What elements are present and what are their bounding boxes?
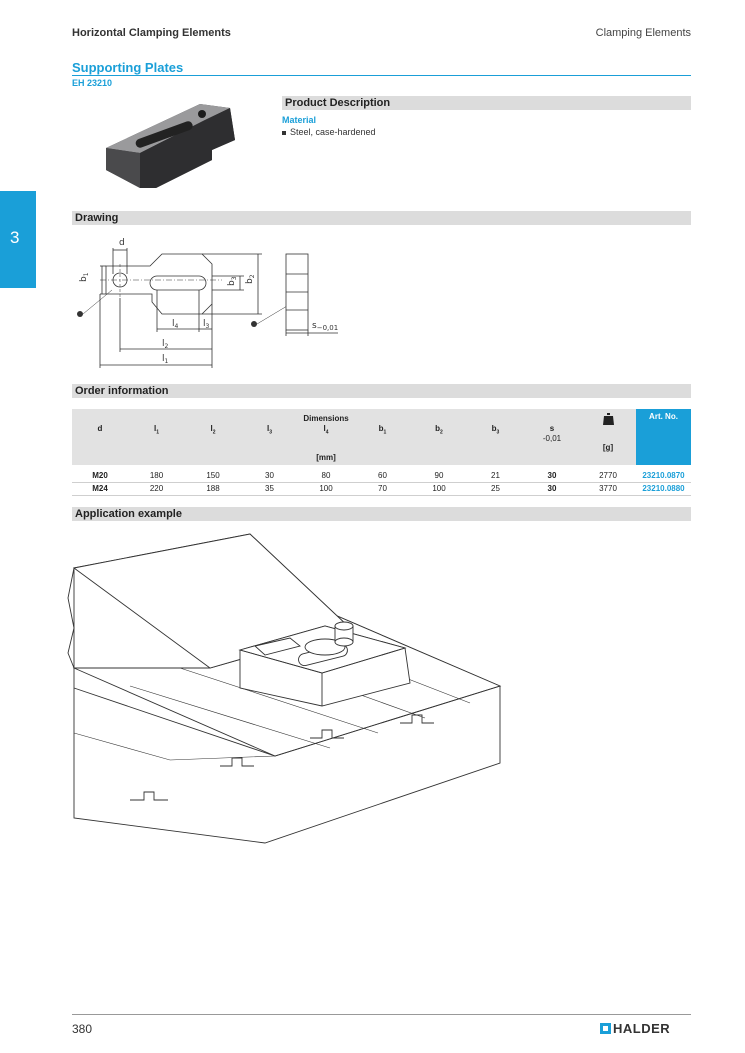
chapter-number: 3: [10, 228, 20, 247]
svg-text:l4: l4: [172, 319, 179, 330]
surface-symbol-icon: [77, 311, 83, 317]
label-b3-sub: 3: [231, 276, 238, 280]
label-s-tol: −0,01: [317, 324, 338, 332]
label-l2: l: [162, 339, 165, 349]
table-row: M20 180 150 30 80 60 90 21 30 2770 23210…: [72, 469, 691, 483]
header-section-title: Horizontal Clamping Elements: [72, 27, 231, 39]
drawing-heading: Drawing: [72, 211, 691, 225]
svg-text:l1: l1: [162, 354, 169, 365]
col-l3: l3: [241, 424, 298, 450]
col-s: s-0,01: [524, 424, 580, 450]
halder-logo-mark: [600, 1023, 611, 1034]
label-b2: b: [245, 278, 255, 284]
col-l1: l1: [128, 424, 185, 450]
label-b2-sub: 2: [249, 274, 256, 278]
product-code: EH 23210: [72, 78, 113, 88]
title-rule: [72, 75, 691, 76]
surface-symbol-icon: [251, 321, 257, 327]
technical-drawing: d b1 b3 b2 l4 l3 l2 l1 s−0,01: [77, 238, 338, 368]
label-l3-sub: 3: [206, 323, 210, 330]
label-l2-sub: 2: [165, 343, 169, 350]
label-d: d: [119, 238, 125, 248]
material-text: Steel, case-hardened: [290, 127, 376, 137]
header-chapter-title: Clamping Elements: [595, 27, 691, 39]
label-b1-sub: 1: [83, 272, 90, 276]
product-photo: [106, 104, 235, 188]
label-l1-sub: 1: [165, 358, 169, 365]
label-l4-sub: 4: [175, 323, 179, 330]
label-l4: l: [172, 319, 175, 329]
svg-text:l2: l2: [162, 339, 169, 350]
label-l3: l: [203, 319, 206, 329]
svg-text:b2: b2: [245, 274, 256, 284]
material-label: Material: [282, 115, 317, 125]
artno-header: Art. No.: [636, 409, 691, 465]
col-b1: b1: [354, 424, 411, 450]
weight-icon: [602, 413, 614, 425]
brand-logo: HALDER: [600, 1021, 670, 1036]
page-number: 380: [72, 1022, 93, 1036]
footer-rule: [72, 1014, 691, 1015]
material-item: Steel, case-hardened: [282, 127, 376, 137]
artno-link[interactable]: 23210.0870: [636, 469, 691, 483]
table-row: M24 220 188 35 100 70 100 25 30 3770 232…: [72, 482, 691, 496]
svg-text:l3: l3: [203, 319, 210, 330]
col-l2: l2: [185, 424, 241, 450]
order-information-heading: Order information: [72, 384, 691, 398]
artno-link[interactable]: 23210.0880: [636, 482, 691, 496]
weight-column-header: [g]: [580, 409, 636, 465]
dimensions-label: Dimensions: [72, 409, 580, 424]
col-d: d: [72, 424, 128, 450]
label-b1: b: [79, 276, 89, 282]
col-l4: l4: [298, 424, 354, 450]
svg-text:s−0,01: s−0,01: [312, 321, 338, 332]
page-title: Supporting Plates: [72, 60, 184, 75]
product-description-heading: Product Description: [282, 96, 691, 110]
order-table: Dimensions [g] Art. No. d l1 l2 l3 l4 b1…: [72, 409, 691, 496]
label-s: s: [312, 321, 317, 331]
label-l1: l: [162, 354, 165, 364]
application-illustration: [67, 533, 502, 844]
brand-name: HALDER: [613, 1021, 671, 1036]
application-example-heading: Application example: [72, 507, 691, 521]
svg-text:b3: b3: [227, 276, 238, 286]
unit-g: [g]: [602, 443, 614, 452]
col-b2: b2: [411, 424, 467, 450]
chapter-tab[interactable]: 3: [0, 191, 36, 288]
bullet-icon: [282, 130, 286, 135]
col-b3: b3: [467, 424, 524, 450]
svg-text:b1: b1: [79, 272, 90, 282]
unit-mm: [mm]: [72, 450, 580, 465]
label-b3: b: [227, 280, 237, 286]
